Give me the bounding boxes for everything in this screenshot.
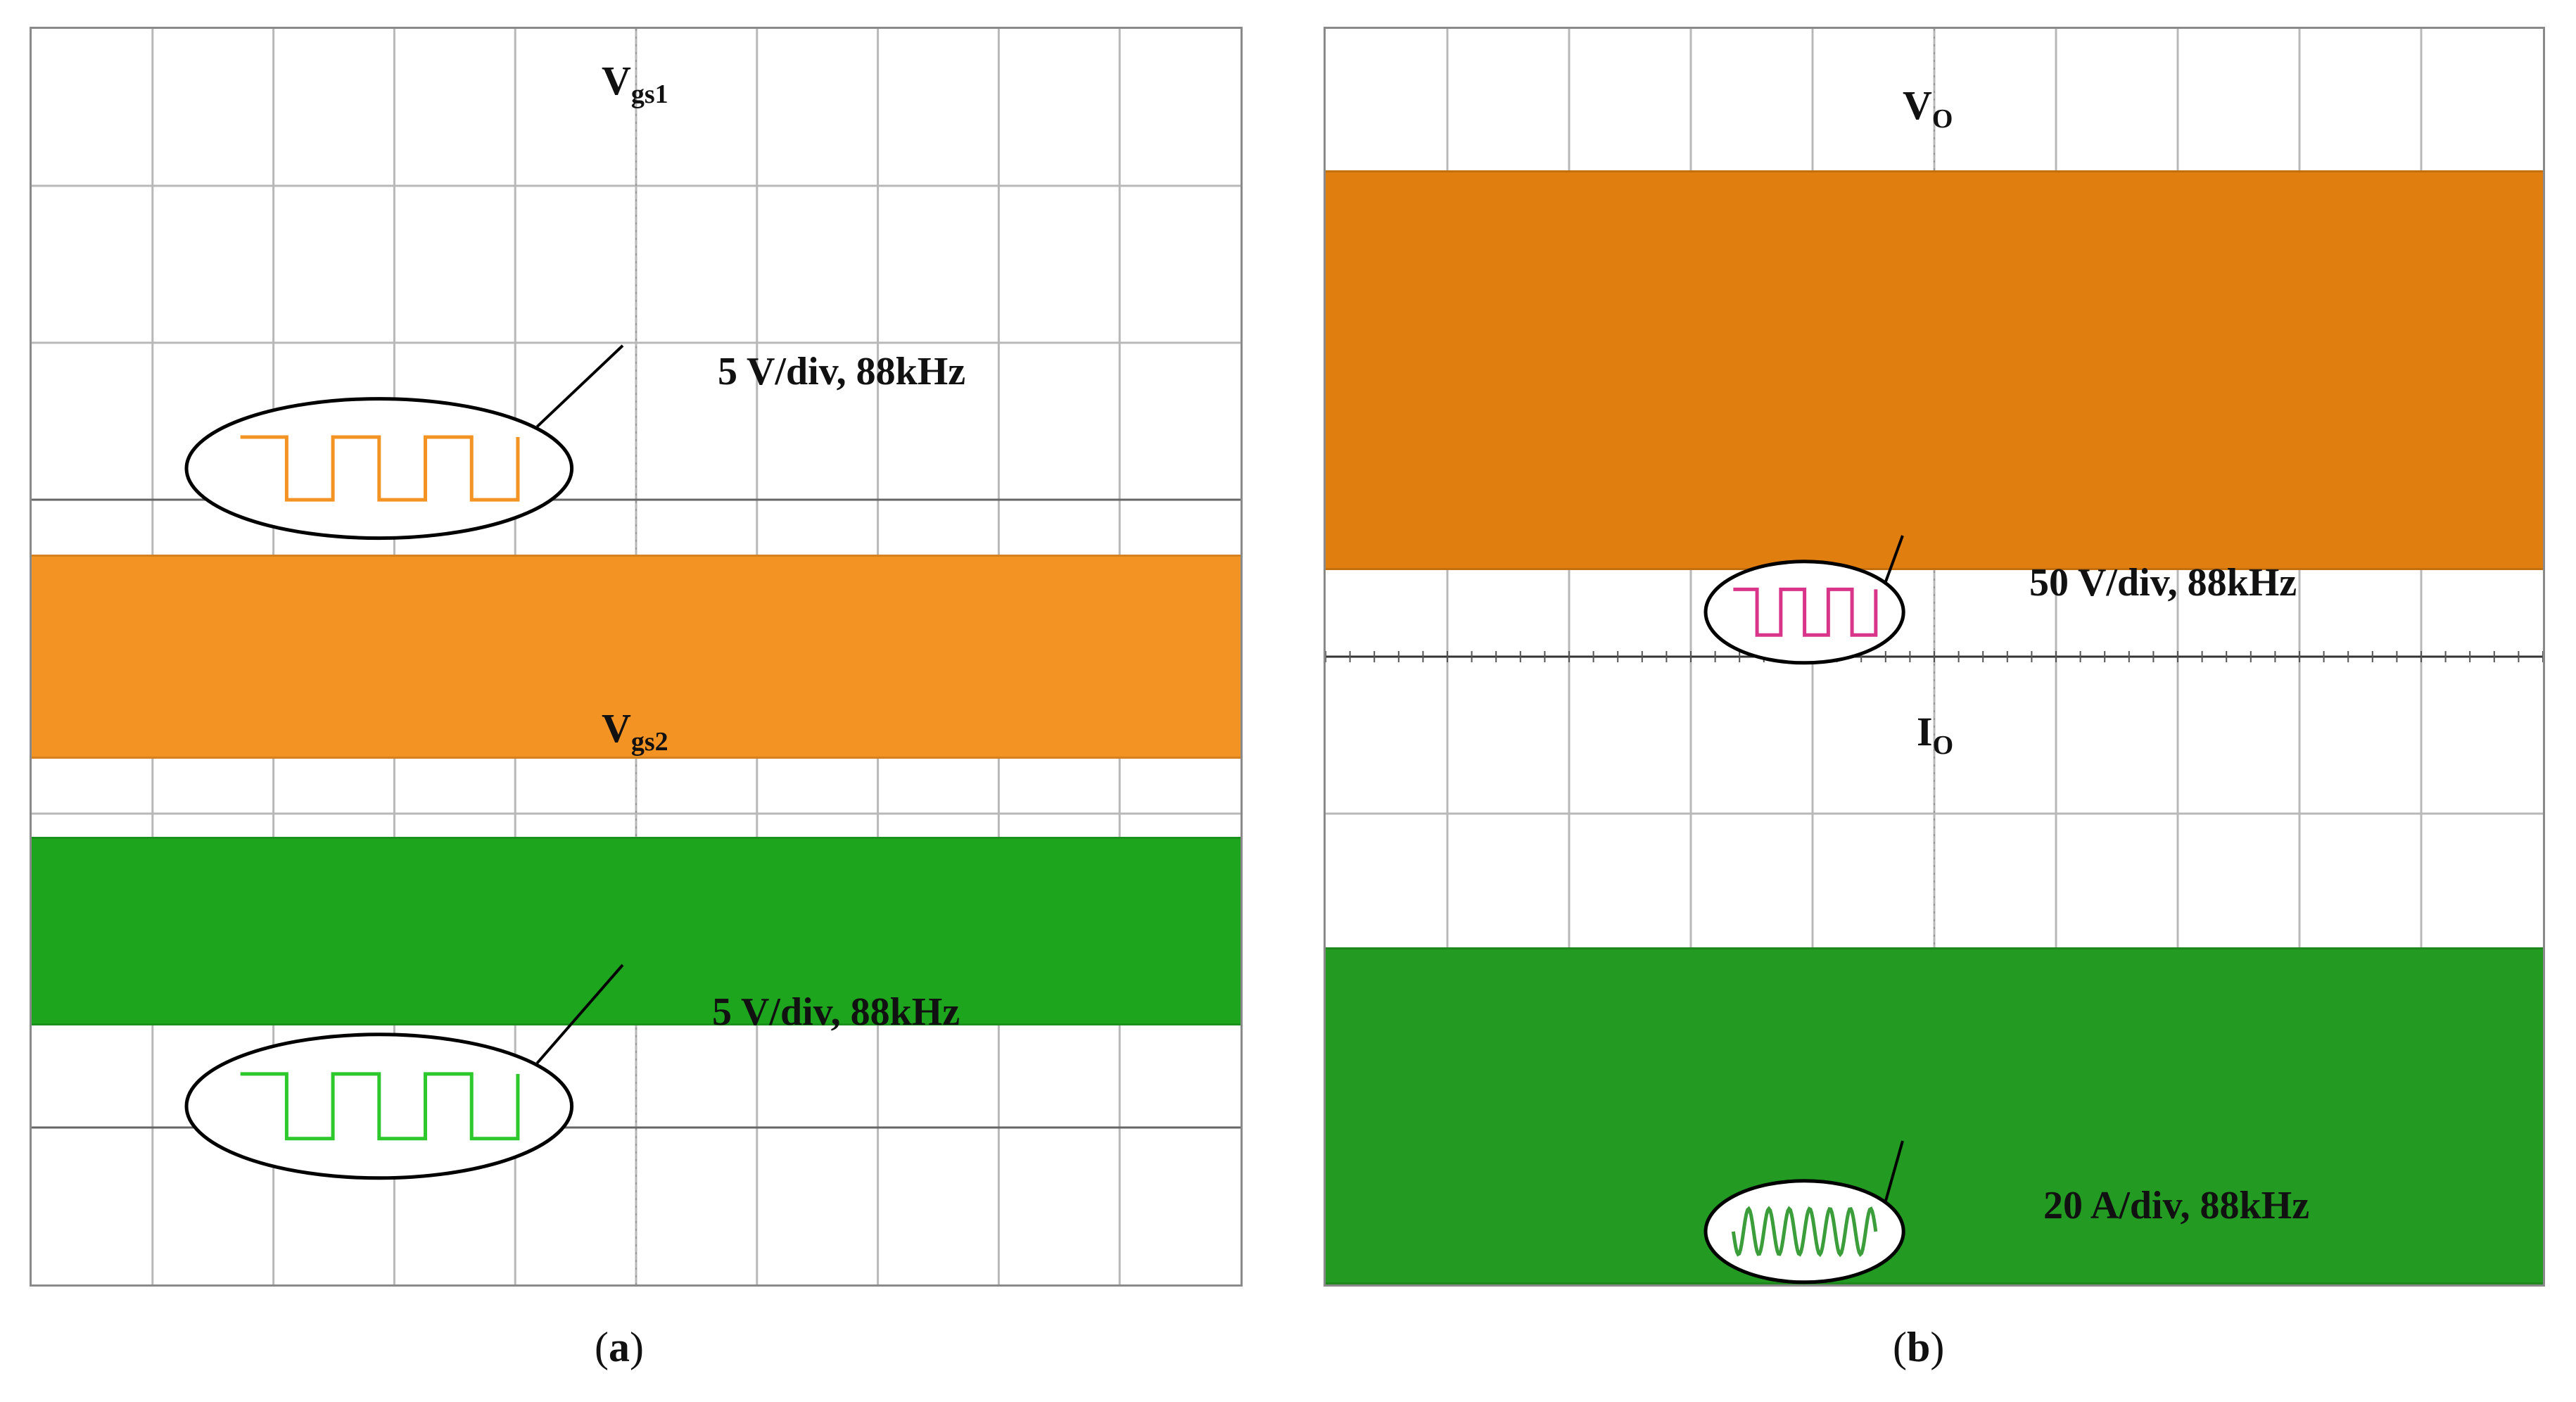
trace-vgs1-band [32,555,1241,759]
trace-vgs1-scale: 5 V/div, 88kHz [718,350,966,393]
trace-vgs1-label: Vgs1 [602,58,668,109]
trace-vo-zoom-inset [1703,535,1905,665]
caption-a: (a) [595,1324,644,1370]
inset-waveform [240,1072,520,1141]
trace-io-scale: 20 A/div, 88kHz [2043,1184,2310,1227]
trace-vo-scale: 50 V/div, 88kHz [2029,561,2297,605]
inset-pointer-line [535,344,624,428]
trace-vgs2-zoom-inset [184,964,624,1180]
trace-vo-band [1326,170,2543,571]
trace-vgs2-scale: 5 V/div, 88kHz [712,990,960,1034]
inset-waveform [1731,1206,1878,1258]
trace-io-zoom-inset [1703,1140,1905,1284]
trace-vo-label: VO [1903,82,1953,134]
inset-pointer-line [1884,1140,1904,1202]
inset-waveform [240,435,520,502]
trace-io-label: IO [1917,709,1954,760]
inset-pointer-line [1884,535,1904,583]
oscilloscope-panel-a: Vgs1 Vgs2 5 V/div, 88kHz 5 V/div, 88kHz [30,27,1243,1287]
trace-vgs1-zoom-inset [184,344,624,541]
inset-waveform [1733,587,1878,637]
oscilloscope-panel-b: VO IO 50 V/div, 88kHz 20 A/div, 88kHz [1324,27,2545,1287]
inset-pointer-line [535,964,624,1064]
trace-vgs2-band [32,837,1241,1026]
trace-io-band [1326,947,2543,1284]
caption-b: (b) [1893,1324,1945,1370]
trace-vgs2-label: Vgs2 [602,705,668,757]
